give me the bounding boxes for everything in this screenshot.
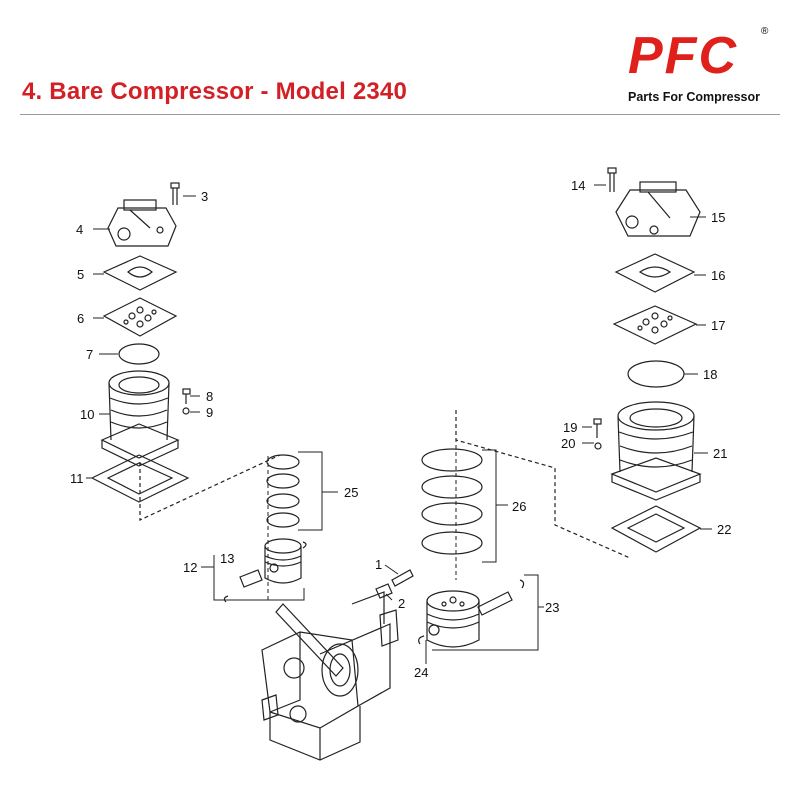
part-label-6: 6 bbox=[77, 311, 84, 326]
left-oring bbox=[118, 343, 160, 365]
right-oring bbox=[627, 360, 685, 388]
part-label-19: 19 bbox=[563, 420, 577, 435]
crankcase bbox=[261, 591, 399, 761]
rod-bolt bbox=[391, 569, 414, 587]
left-wrist-pin bbox=[223, 569, 263, 603]
logo-tagline: Parts For Compressor bbox=[628, 90, 760, 104]
right-cylinder-gasket bbox=[610, 505, 702, 553]
header-divider bbox=[20, 114, 780, 115]
left-cylinder-bolt bbox=[182, 388, 191, 415]
part-label-18: 18 bbox=[703, 367, 717, 382]
right-cylinder bbox=[610, 401, 702, 501]
registered-mark: ® bbox=[761, 26, 769, 37]
part-label-22: 22 bbox=[717, 522, 731, 537]
page-title: 4. Bare Compressor - Model 2340 bbox=[22, 78, 408, 105]
part-label-24: 24 bbox=[414, 665, 428, 680]
logo-mark: PFC bbox=[628, 27, 738, 85]
right-piston-rings bbox=[421, 448, 483, 555]
part-label-17: 17 bbox=[711, 318, 725, 333]
part-label-13: 13 bbox=[220, 551, 234, 566]
right-head-bolt bbox=[607, 167, 617, 192]
part-label-9: 9 bbox=[206, 405, 213, 420]
right-valve-plate bbox=[612, 305, 698, 345]
right-cylinder-bolt bbox=[593, 418, 602, 450]
pfc-logo: PFC ® Parts For Compressor bbox=[628, 26, 778, 110]
part-label-1: 1 bbox=[375, 557, 382, 572]
right-wrist-pin bbox=[418, 579, 525, 645]
left-valve-gasket bbox=[102, 255, 178, 291]
part-label-16: 16 bbox=[711, 268, 725, 283]
part-label-14: 14 bbox=[571, 178, 585, 193]
part-label-25: 25 bbox=[344, 485, 358, 500]
part-label-12: 12 bbox=[183, 560, 197, 575]
right-cylinder-head bbox=[615, 181, 701, 237]
part-label-5: 5 bbox=[77, 267, 84, 282]
right-piston bbox=[426, 590, 480, 648]
part-label-26: 26 bbox=[512, 499, 526, 514]
part-label-3: 3 bbox=[201, 189, 208, 204]
part-label-8: 8 bbox=[206, 389, 213, 404]
left-cylinder-head bbox=[107, 199, 177, 247]
left-cylinder bbox=[100, 370, 180, 467]
part-label-20: 20 bbox=[561, 436, 575, 451]
part-label-4: 4 bbox=[76, 222, 83, 237]
left-piston-rings bbox=[266, 454, 300, 528]
left-piston bbox=[264, 538, 307, 584]
rod-nut bbox=[375, 583, 393, 599]
part-label-2: 2 bbox=[398, 596, 405, 611]
right-valve-gasket bbox=[614, 253, 696, 293]
part-label-7: 7 bbox=[86, 347, 93, 362]
part-label-15: 15 bbox=[711, 210, 725, 225]
part-label-23: 23 bbox=[545, 600, 559, 615]
left-valve-plate bbox=[102, 297, 178, 337]
left-cylinder-gasket bbox=[90, 454, 190, 503]
part-label-10: 10 bbox=[80, 407, 94, 422]
part-label-21: 21 bbox=[713, 446, 727, 461]
part-label-11: 11 bbox=[70, 471, 84, 486]
left-head-bolt bbox=[170, 182, 180, 205]
